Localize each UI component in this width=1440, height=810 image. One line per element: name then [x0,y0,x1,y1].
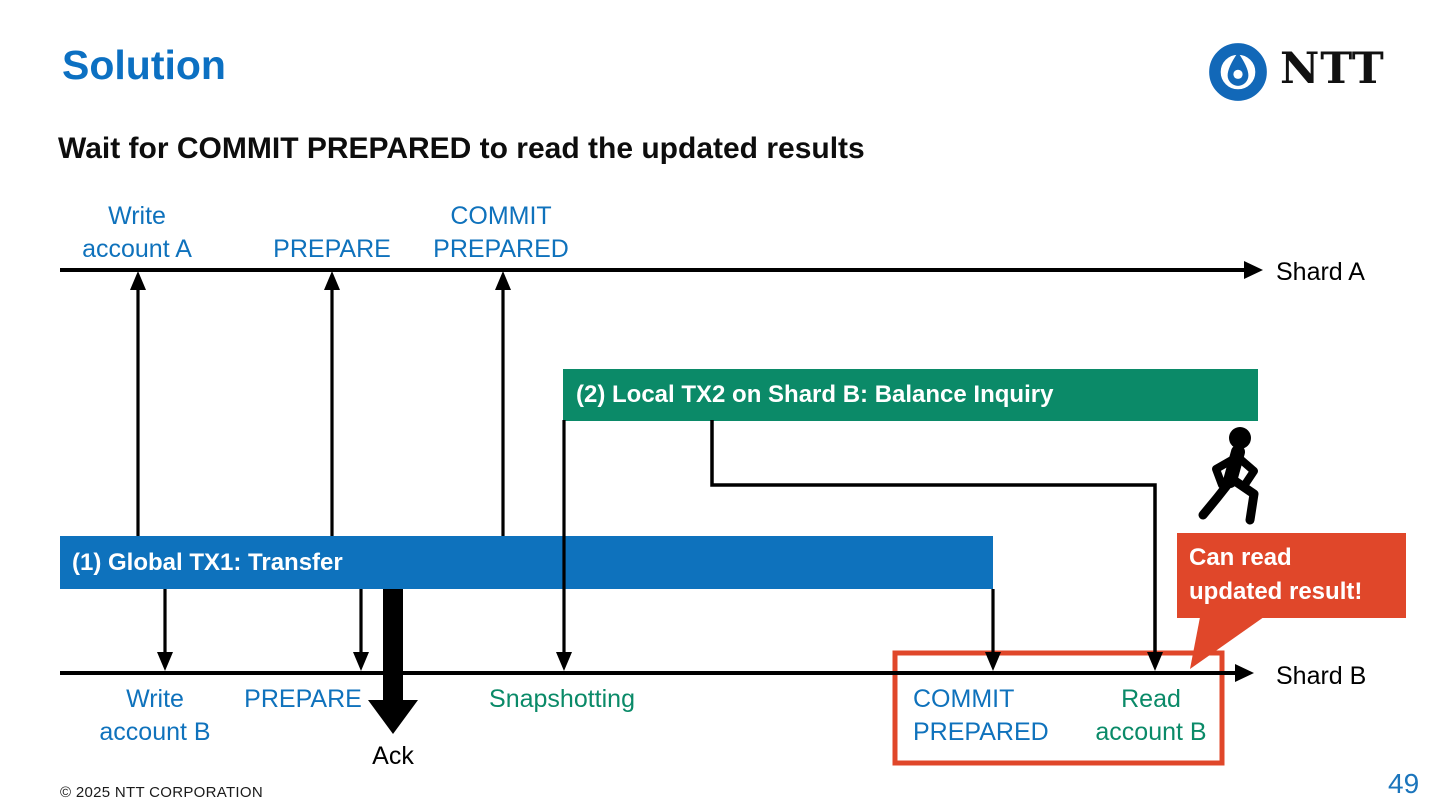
event-label-line: Read [1121,685,1181,713]
event-label-snapshotting: Snapshotting [489,685,635,713]
event-label-prepare-a: PREPARE [273,235,391,263]
event-label-line: Write [126,685,184,713]
global-tx1-bar: (1) Global TX1: Transfer [60,536,993,589]
local-tx2-bar: (2) Local TX2 on Shard B: Balance Inquir… [563,369,1258,421]
ntt-logo-text: NTT [1280,44,1385,94]
event-label-line: account B [99,718,211,746]
callout-line2: updated result! [1189,578,1363,605]
ack-arrow [368,589,418,734]
event-label-line: account B [1095,718,1207,746]
arrow-write-account-b [157,589,173,671]
event-label-write-account-b: Write account B [99,683,210,749]
event-label-commit-prepared-a: COMMIT PREPARED [433,200,569,266]
shard-a-label: Shard A [1276,258,1365,286]
arrow-prepare-b [353,589,369,671]
shard-b-label: Shard B [1276,662,1367,690]
callout-tail [1190,612,1271,669]
callout-line1: Can read [1189,544,1292,571]
ntt-logo [1208,42,1378,104]
page-title: Solution [62,42,226,88]
event-label-line: PREPARED [433,235,569,263]
shard-a-axis [60,261,1263,279]
walking-person-icon [1198,427,1259,525]
page-number: 49 [1388,768,1420,799]
copyright-notice: © 2025 NTT CORPORATION [60,784,263,801]
event-label-line: COMMIT [450,202,552,230]
arrow-commit-prepared-a [495,271,511,536]
event-label-line: account A [82,235,192,263]
ntt-logo-mark-icon [1209,43,1267,101]
event-label-commit-prepared-b: COMMIT PREPARED [913,683,1049,749]
event-label-ack: Ack [372,742,414,770]
event-label-write-account-a: Write account A [82,200,192,266]
event-label-read-account-b: Read account B [1095,683,1206,749]
can-read-callout: Can read updated result! [1177,533,1406,618]
event-label-line: COMMIT [913,685,1015,713]
event-label-line: PREPARED [913,718,1049,746]
shard-b-axis [60,664,1254,682]
arrow-write-account-a [130,271,146,536]
arrow-prepare-a [324,271,340,536]
slide-subtitle: Wait for COMMIT PREPARED to read the upd… [58,132,865,165]
event-label-line: Write [108,202,166,230]
event-label-prepare-b: PREPARE [244,685,362,713]
arrow-commit-prepared-b [985,589,1001,671]
